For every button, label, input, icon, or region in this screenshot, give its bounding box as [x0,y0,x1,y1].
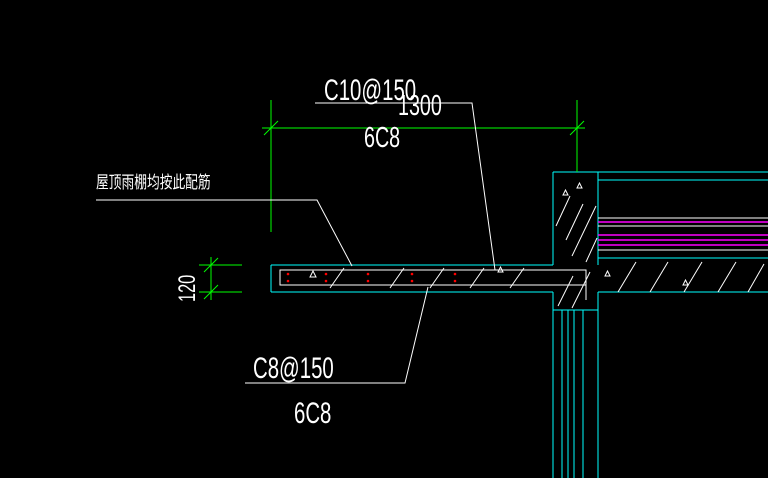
beam-lines [598,217,768,251]
concrete-hatch [555,195,765,309]
rebar-dots [286,272,457,283]
beam-rebar [598,221,768,246]
overall-dimension [262,100,585,232]
thickness-dimension [199,257,242,300]
canopy-slab-rebar [279,269,587,300]
thickness-label: 120 [174,275,201,302]
wall-column [552,171,768,478]
canopy-slab-outline [270,264,553,293]
bottom-bar-label: C8@150 [253,352,334,385]
overall-dim-label: 1300 [398,90,442,122]
leaders [96,102,496,384]
bottom-dist-label: 6C8 [294,397,331,430]
top-dist-label: 6C8 [364,122,400,154]
note-label: 屋顶雨棚均按此配筋 [96,172,211,192]
canopy-slab-hatch [329,267,525,289]
top-bar-label: C10@150 [324,74,416,107]
